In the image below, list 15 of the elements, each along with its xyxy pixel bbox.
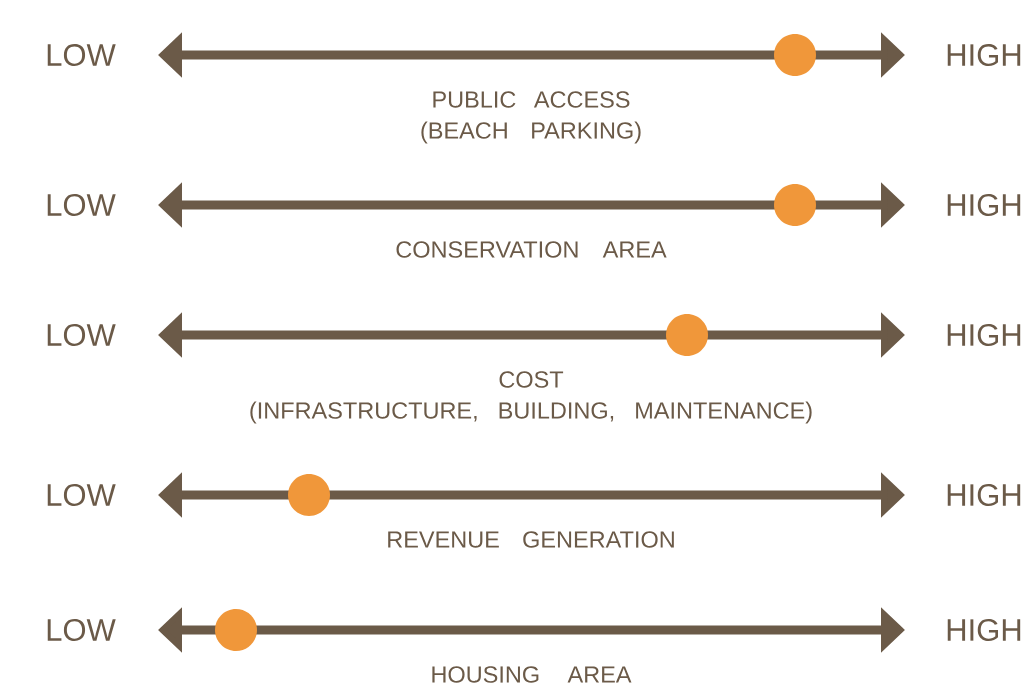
edge-label: HOUSING AREA [432, 666, 632, 683]
scale-end-label: HIGH [947, 484, 1021, 506]
edge-label: PUBLIC ACCESS (BEACH PARKING) [421, 91, 641, 144]
scale-end-label: LOW [47, 324, 116, 346]
scale-end-label: LOW [47, 44, 116, 66]
scale-end-label: HIGH [947, 324, 1021, 346]
edge-label: COST (INFRASTRUCTURE, BUILDING, MAINTENANCE) [250, 371, 812, 424]
scale-end-label: LOW [47, 194, 116, 216]
edge-label: CONSERVATION AREA [396, 241, 667, 258]
scale-end-label: HIGH [947, 194, 1021, 216]
scale-end-label: LOW [47, 619, 116, 641]
scale-end-label: HIGH [947, 619, 1021, 641]
edge-label: REVENUE GENERATION [388, 531, 674, 548]
scale-end-label: LOW [47, 484, 116, 506]
scale-end-label: HIGH [947, 44, 1021, 66]
